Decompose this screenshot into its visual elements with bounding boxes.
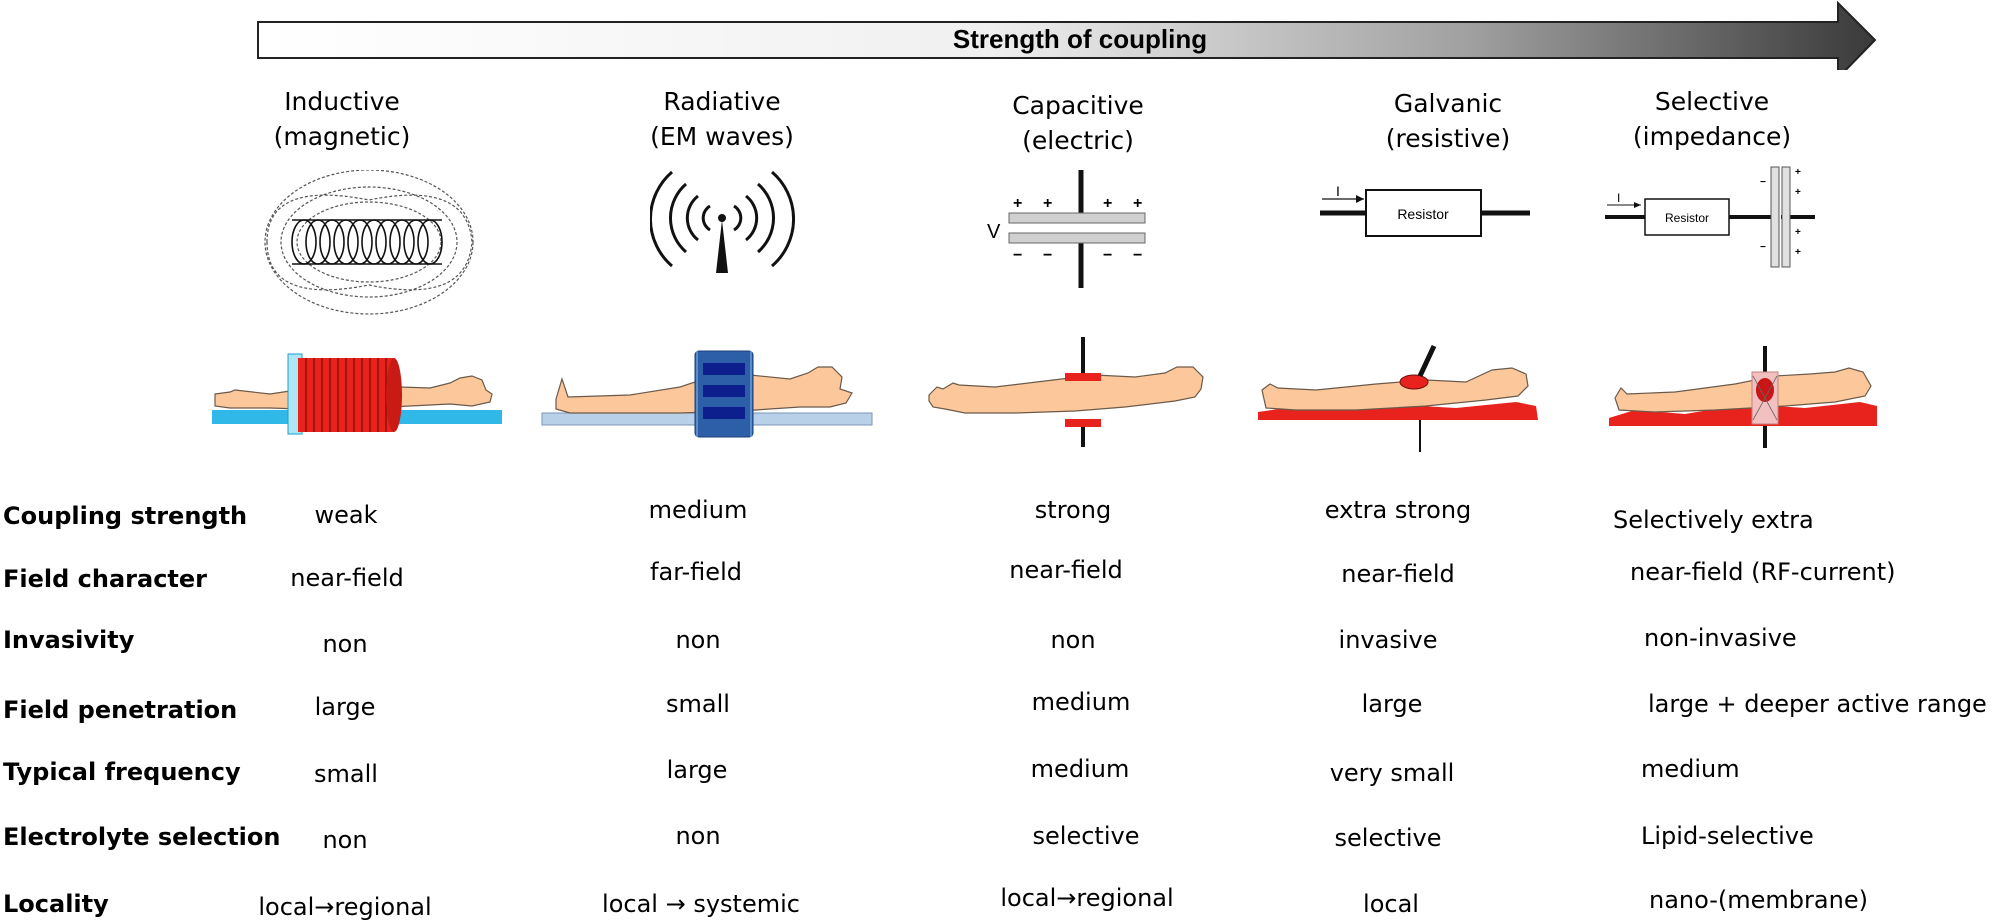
cell-coupling-radiative: medium — [648, 496, 748, 524]
cell-field-capacitive: near-field — [1009, 556, 1123, 584]
column-subtitle: (impedance) — [1632, 122, 1792, 151]
cell-frequency-inductive: small — [314, 760, 378, 788]
svg-text:−: − — [1760, 177, 1766, 188]
cell-frequency-selective: medium — [1641, 755, 1740, 783]
row-label-coupling-strength: Coupling strength — [3, 502, 248, 530]
arrow-label: Strength of coupling — [952, 24, 1208, 54]
svg-text:+: + — [1133, 195, 1142, 212]
patient-coil-illustration — [212, 353, 502, 435]
resistor-capacitor-icon: Resistor I + + + + − − — [1605, 166, 1815, 268]
patient-selective-illustration — [1609, 346, 1877, 448]
svg-text:+: + — [1103, 195, 1112, 212]
cell-penetration-radiative: small — [666, 690, 730, 718]
svg-text:−: − — [1043, 247, 1052, 264]
column-heading-radiative: Radiative (EM waves) — [592, 84, 852, 154]
cell-invasivity-inductive: non — [322, 630, 368, 658]
cell-frequency-capacitive: medium — [1030, 755, 1130, 783]
svg-text:+: + — [1043, 195, 1052, 212]
svg-text:+: + — [1795, 167, 1801, 178]
column-heading-selective: Selective (impedance) — [1582, 84, 1842, 154]
cell-electrolyte-capacitive: selective — [1032, 822, 1140, 850]
cell-locality-radiative: local → systemic — [602, 890, 800, 918]
coupling-strength-arrow — [257, 0, 1877, 70]
cell-coupling-selective: Selectively extra — [1613, 506, 1814, 534]
svg-text:Resistor: Resistor — [1665, 211, 1709, 225]
svg-text:+: + — [1795, 247, 1801, 258]
resistor-icon: Resistor I — [1320, 183, 1530, 237]
svg-text:+: + — [1013, 195, 1022, 212]
patient-capacitive-electrodes-illustration — [928, 337, 1204, 447]
column-title: Radiative — [663, 87, 781, 116]
column-heading-capacitive: Capacitive (electric) — [948, 88, 1208, 158]
row-label-invasivity: Invasivity — [3, 626, 135, 654]
column-title: Galvanic — [1393, 89, 1503, 118]
capacitor-plates-icon: V + + + + − − − − — [987, 170, 1146, 288]
column-title: Inductive — [284, 87, 400, 116]
svg-text:−: − — [1760, 242, 1766, 253]
cell-electrolyte-inductive: non — [322, 826, 368, 854]
column-subtitle: (EM waves) — [650, 122, 794, 151]
cell-coupling-galvanic: extra strong — [1324, 496, 1472, 524]
row-label-electrolyte-selection: Electrolyte selection — [3, 823, 281, 851]
patient-ring-applicator-illustration — [541, 350, 873, 438]
cell-locality-capacitive: local→regional — [1000, 884, 1174, 912]
row-label-field-character: Field character — [3, 565, 208, 593]
cell-locality-selective: nano-(membrane) — [1649, 886, 1868, 914]
cell-electrolyte-radiative: non — [675, 822, 721, 850]
column-heading-inductive: Inductive (magnetic) — [212, 84, 472, 154]
column-heading-galvanic: Galvanic (resistive) — [1318, 86, 1578, 156]
svg-text:+: + — [1795, 187, 1801, 198]
cell-field-radiative: far-field — [650, 558, 742, 586]
cell-penetration-inductive: large — [314, 693, 376, 721]
cell-penetration-galvanic: large — [1361, 690, 1423, 718]
svg-text:−: − — [1013, 247, 1022, 264]
cell-frequency-radiative: large — [666, 756, 728, 784]
cell-invasivity-capacitive: non — [1050, 626, 1096, 654]
cell-electrolyte-galvanic: selective — [1334, 824, 1442, 852]
cell-electrolyte-selective: Lipid-selective — [1641, 822, 1814, 850]
cell-penetration-capacitive: medium — [1031, 688, 1131, 716]
column-subtitle: (electric) — [1022, 126, 1134, 155]
cell-invasivity-radiative: non — [675, 626, 721, 654]
cell-invasivity-selective: non-invasive — [1644, 624, 1797, 652]
patient-galvanic-electrode-illustration — [1258, 344, 1538, 452]
column-subtitle: (resistive) — [1385, 124, 1511, 153]
svg-text:+: + — [1795, 227, 1801, 238]
voltage-symbol: V — [987, 221, 1001, 243]
row-label-field-penetration: Field penetration — [3, 696, 238, 724]
cell-coupling-inductive: weak — [314, 501, 378, 529]
cell-locality-inductive: local→regional — [258, 893, 432, 921]
row-label-typical-frequency: Typical frequency — [3, 758, 241, 786]
cell-invasivity-galvanic: invasive — [1338, 626, 1438, 654]
cell-penetration-selective: large + deeper active range — [1648, 690, 1987, 718]
svg-text:I: I — [1617, 191, 1620, 205]
column-title: Capacitive — [1012, 91, 1144, 120]
cell-field-galvanic: near-field — [1341, 560, 1455, 588]
svg-text:−: − — [1133, 247, 1142, 264]
column-title: Selective — [1654, 87, 1770, 116]
row-label-locality: Locality — [3, 890, 109, 918]
cell-coupling-capacitive: strong — [1034, 496, 1112, 524]
cell-locality-galvanic: local — [1363, 890, 1419, 918]
cell-field-selective: near-field (RF-current) — [1630, 558, 1896, 586]
antenna-waves-icon — [650, 170, 795, 273]
cell-frequency-galvanic: very small — [1329, 759, 1455, 787]
column-subtitle: (magnetic) — [273, 122, 411, 151]
svg-text:I: I — [1336, 183, 1340, 199]
svg-text:−: − — [1103, 247, 1112, 264]
solenoid-field-icon — [264, 170, 474, 315]
resistor-label: Resistor — [1397, 206, 1449, 222]
cell-field-inductive: near-field — [290, 564, 404, 592]
